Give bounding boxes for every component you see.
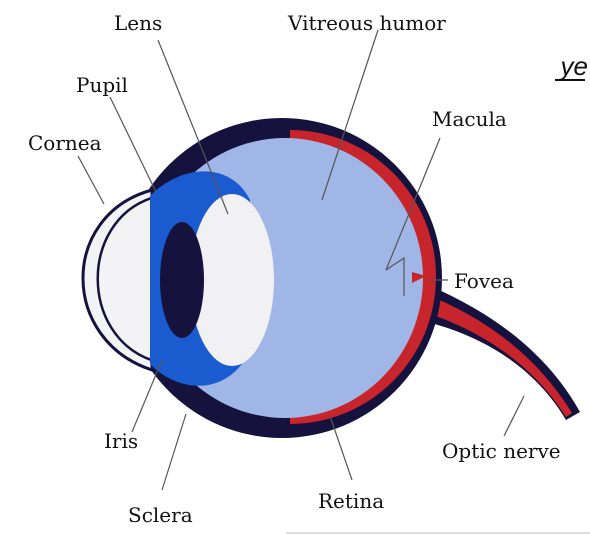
title-fragment: ye ye xyxy=(555,51,588,81)
pupil xyxy=(160,222,204,338)
label-optic-nerve: Optic nerve xyxy=(442,439,561,463)
label-macula: Macula xyxy=(432,107,507,131)
label-fovea: Fovea xyxy=(454,269,514,293)
label-iris: Iris xyxy=(104,429,138,453)
cornea-leader xyxy=(78,156,104,204)
label-sclera: Sclera xyxy=(128,503,193,527)
sclera-leader xyxy=(162,414,186,490)
label-cornea: Cornea xyxy=(28,131,102,155)
optic-nerve-leader xyxy=(504,396,524,436)
iris-leader xyxy=(132,360,162,432)
label-vitreous-humor: Vitreous humor xyxy=(287,11,446,35)
label-lens: Lens xyxy=(114,11,162,35)
label-pupil: Pupil xyxy=(76,73,128,97)
title-fragment-visible: ye xyxy=(559,51,588,81)
label-retina: Retina xyxy=(318,489,384,513)
pupil-leader xyxy=(110,97,156,192)
